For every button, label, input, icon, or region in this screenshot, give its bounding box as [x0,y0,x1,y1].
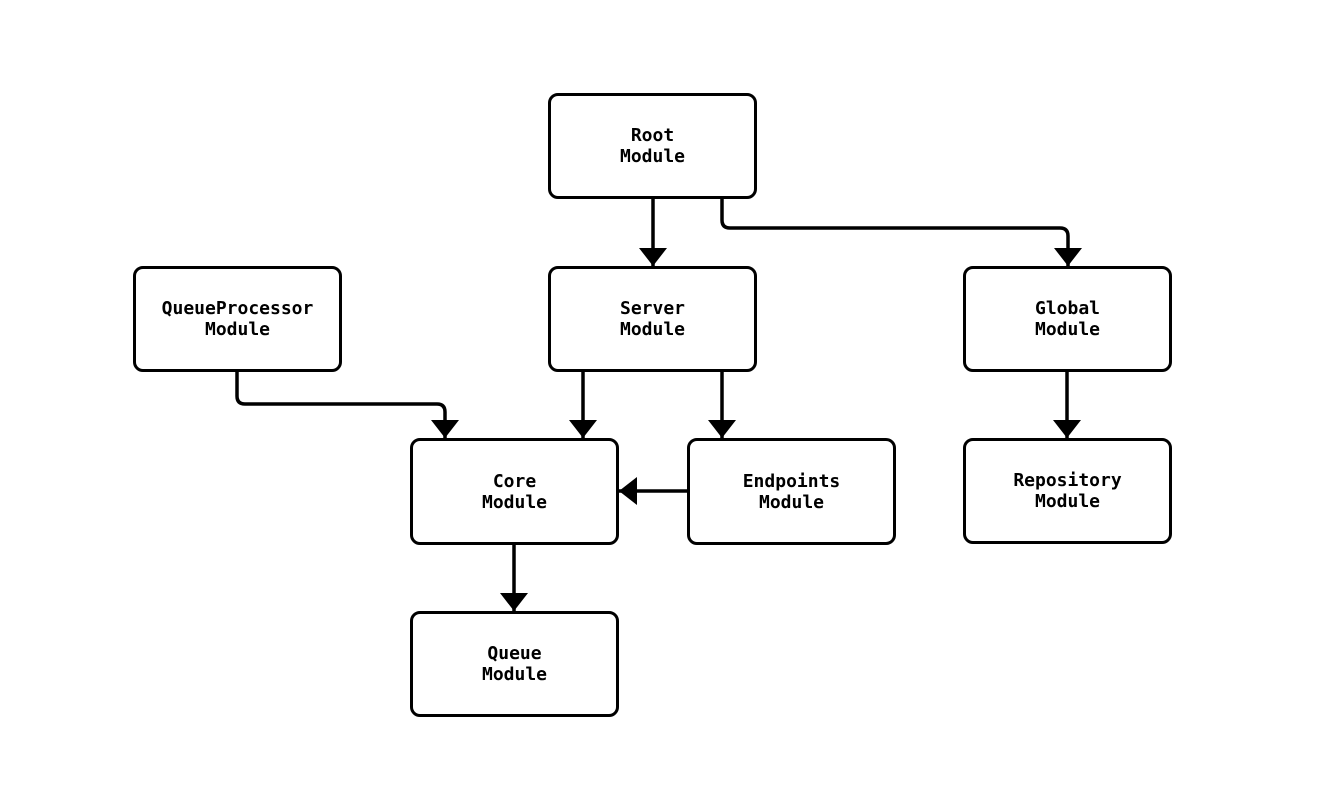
node-label-line2: Module [481,491,548,513]
node-label-line1: QueueProcessor [161,298,314,319]
node-label-line1: Global [1034,298,1101,319]
node-label-line2: Module [619,319,686,340]
node-core-module: Core Module [410,438,619,545]
node-server-module: Server Module [548,266,757,372]
node-global-module: Global Module [963,266,1172,372]
node-label-line1: Core [492,470,537,492]
node-label-line2: Module [481,664,548,685]
edge-queueprocessor-to-core [235,372,459,438]
node-label-line1: Endpoints [742,470,841,492]
node-label-line2: Module [1034,319,1101,340]
node-label-line1: Root [630,125,675,146]
node-queue-module: Queue Module [410,611,619,717]
node-label-line2: Module [1034,491,1101,512]
node-repository-module: Repository Module [963,438,1172,544]
node-endpoints-module: Endpoints Module [687,438,896,545]
node-queueprocessor-module: QueueProcessor Module [133,266,342,372]
node-label-line2: Module [619,146,686,167]
node-label-line1: Queue [487,643,542,664]
node-label-line2: Module [204,319,271,340]
edge-root-to-global [720,199,1082,266]
node-label-line1: Repository [1013,470,1122,491]
node-label-line1: Server [619,298,686,319]
node-root-module: Root Module [548,93,757,199]
node-label-line2: Module [758,491,825,513]
